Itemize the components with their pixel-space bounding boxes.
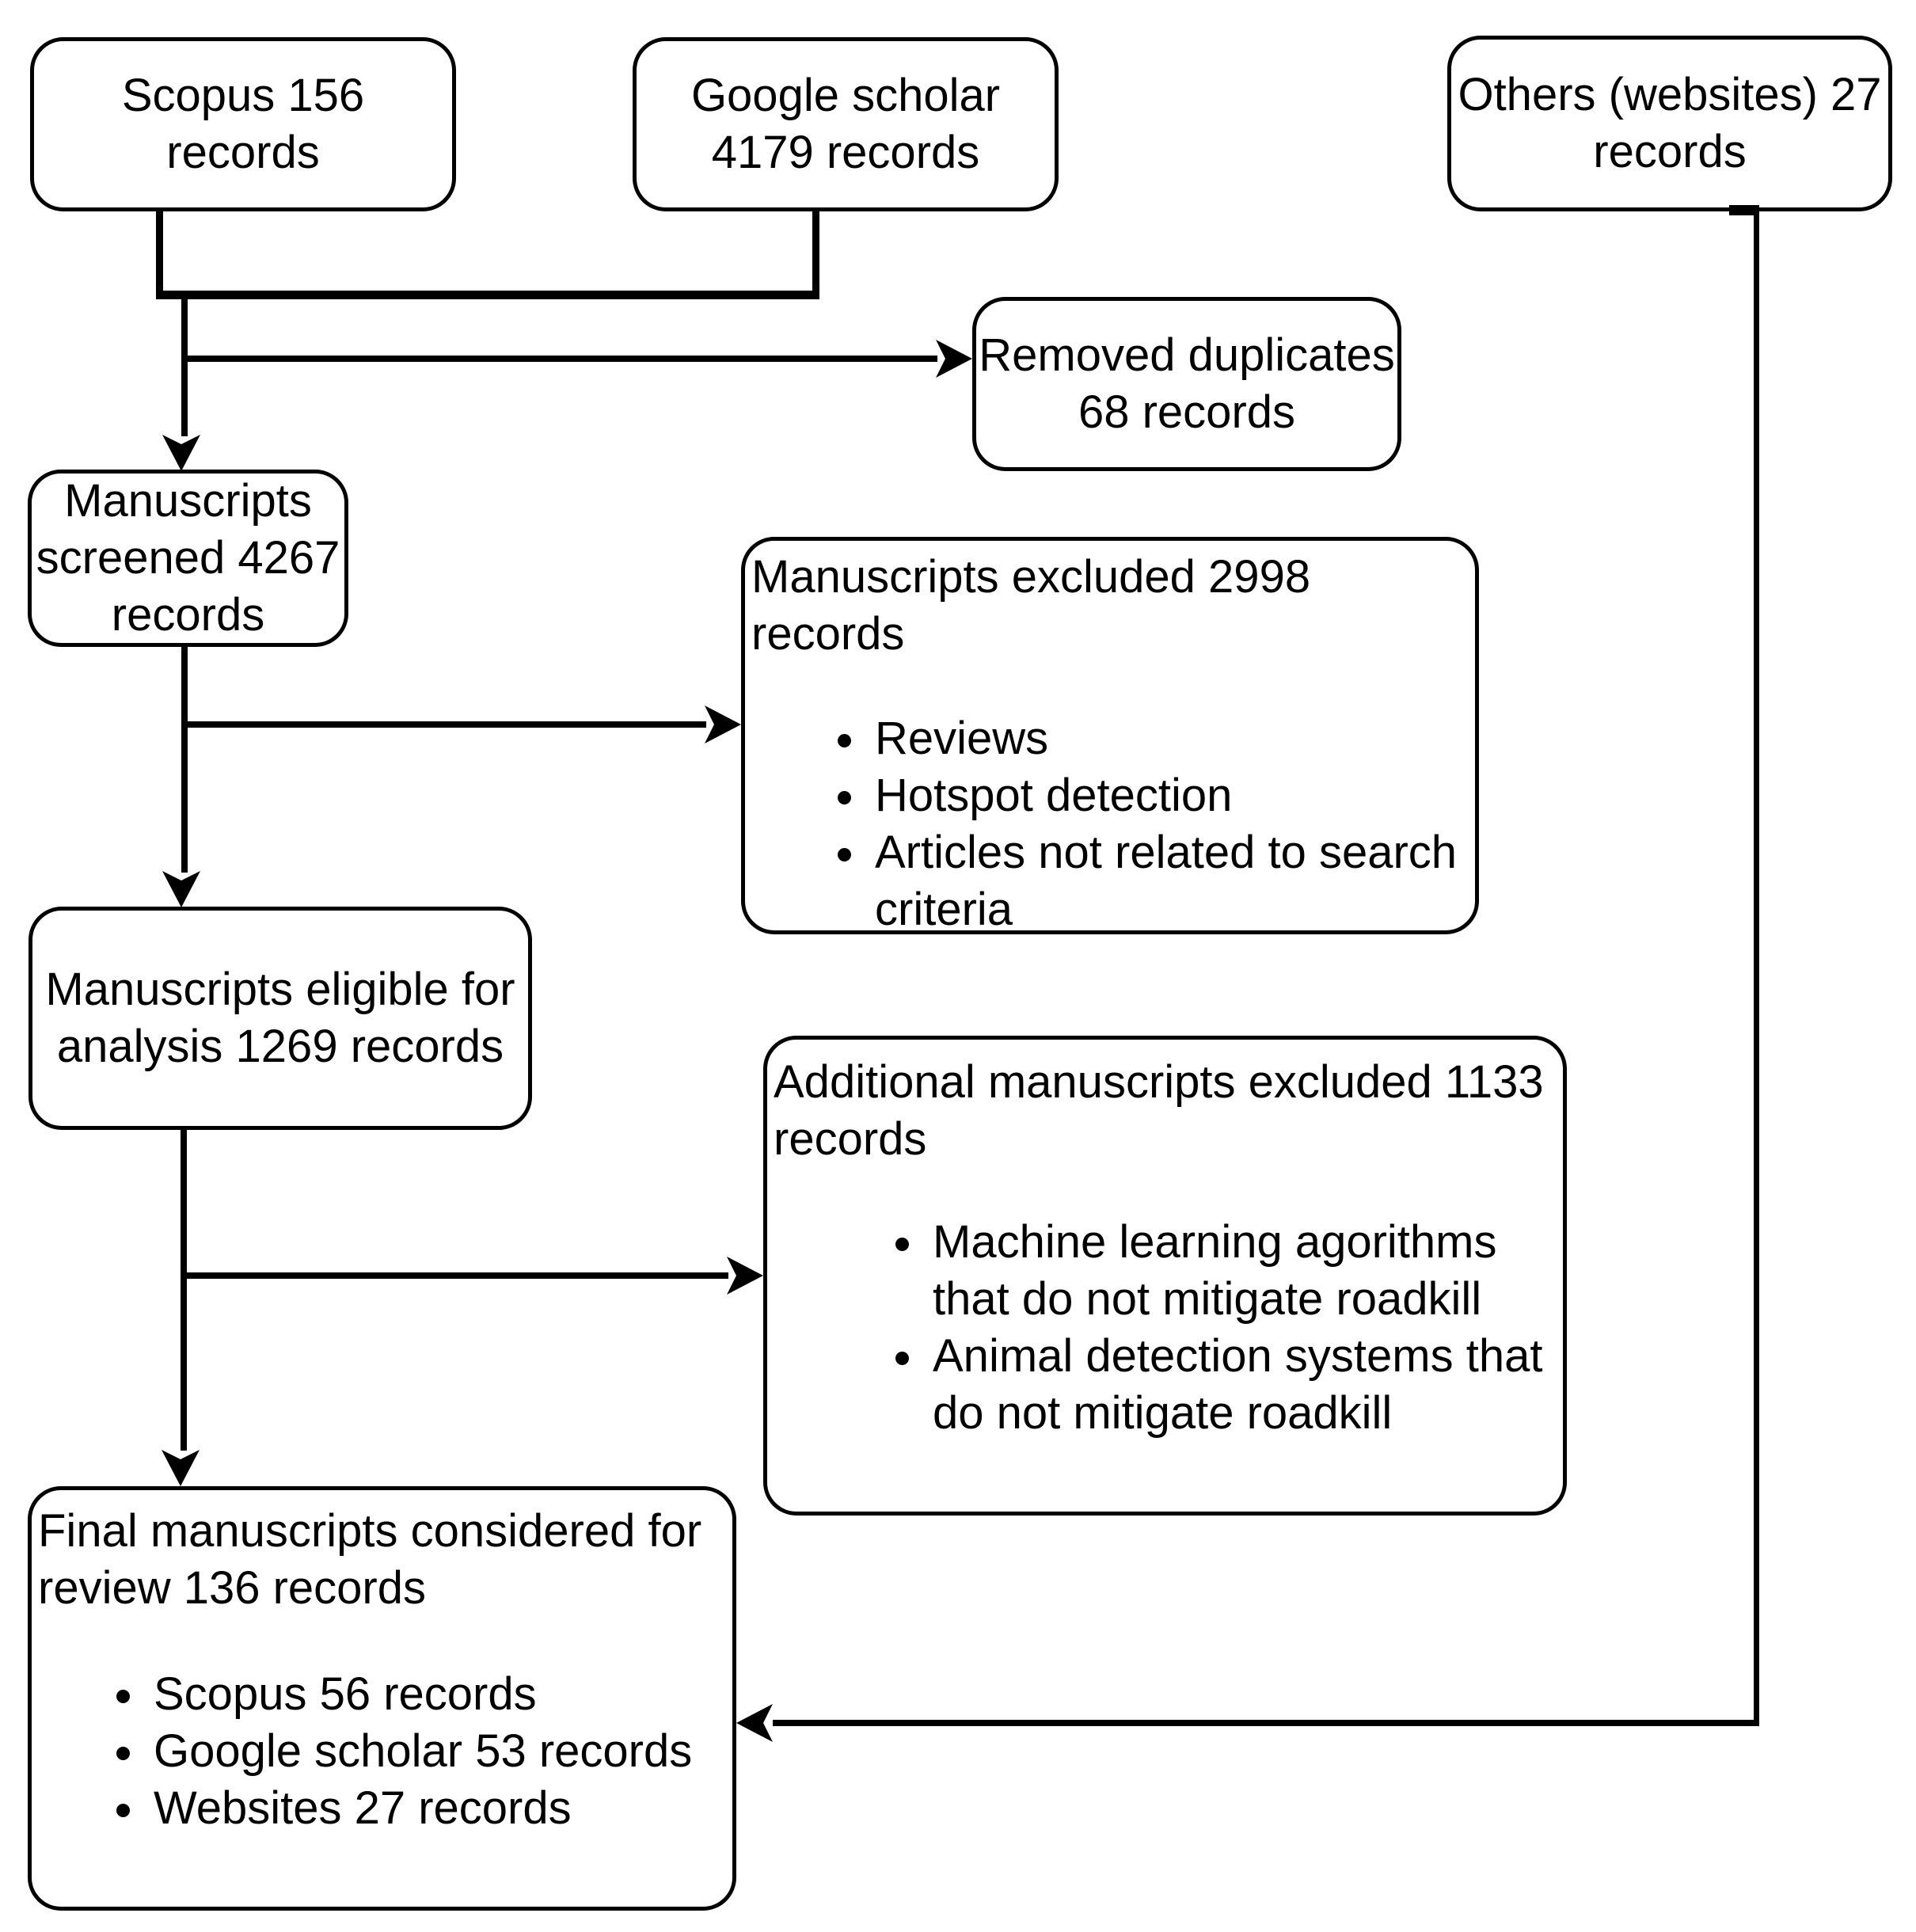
bullet-item: Machine learning agorithms that do not m… — [928, 1214, 1555, 1328]
arrowhead-into-screened-icon — [162, 435, 200, 471]
bullet-item: Reviews — [870, 710, 1467, 767]
connector-to-excluded — [181, 721, 706, 728]
node-google-scholar-records: Google scholar 4179 records — [633, 37, 1059, 211]
node-text-line: analysis 1269 records — [56, 1021, 504, 1072]
connector-to-removed-duplicates — [181, 356, 937, 362]
node-text-line: Removed duplicates — [979, 329, 1395, 381]
bullet-item: Hotspot detection — [870, 767, 1467, 824]
arrowhead-into-removed-duplicates-icon — [936, 340, 972, 378]
node-text-line: records — [111, 589, 265, 641]
connector-merge-horizontal — [156, 291, 819, 299]
arrowhead-into-excluded-icon — [705, 705, 741, 744]
bullet-list: Machine learning agorithms that do not m… — [774, 1214, 1555, 1442]
connector-to-eligible — [181, 647, 188, 873]
connector-to-additional-excluded — [181, 1272, 728, 1279]
node-others-websites-records: Others (websites) 27 records — [1447, 36, 1892, 211]
arrowhead-into-additional-excluded-icon — [727, 1257, 763, 1295]
bullet-item: Websites 27 records — [149, 1780, 724, 1837]
arrowhead-into-eligible-icon — [162, 871, 200, 907]
bullet-item: Google scholar 53 records — [149, 1723, 724, 1780]
arrowhead-into-final-from-others-icon — [736, 1704, 773, 1742]
node-title: Additional manuscripts excluded 1133 rec… — [774, 1056, 1544, 1165]
connector-to-final — [181, 1130, 187, 1451]
node-text-line: records — [166, 127, 320, 178]
node-scopus-records: Scopus 156 records — [30, 37, 456, 211]
connector-others-to-final — [773, 1720, 1759, 1726]
node-text-line: screened 4267 — [36, 532, 340, 584]
connector-scopus-down — [156, 210, 163, 297]
bullet-item: Articles not related to search criteria — [870, 824, 1467, 938]
node-manuscripts-screened: Manuscripts screened 4267 records — [28, 470, 348, 647]
node-removed-duplicates: Removed duplicates 68 records — [972, 297, 1401, 471]
node-text-line: Manuscripts — [64, 475, 312, 527]
node-manuscripts-eligible: Manuscripts eligible for analysis 1269 r… — [29, 907, 532, 1130]
connector-to-screened — [181, 291, 188, 436]
node-text-line: Others (websites) 27 — [1458, 69, 1882, 120]
connector-google-down — [812, 210, 819, 297]
node-text-line: Scopus 156 — [121, 70, 365, 121]
node-text-line: 68 records — [1078, 386, 1296, 438]
connector-others-anchor-tick — [1729, 205, 1759, 215]
node-text-line: records — [1593, 126, 1747, 177]
bullet-item: Animal detection systems that do not mit… — [928, 1328, 1555, 1442]
node-title: Final manuscripts considered for review … — [38, 1505, 702, 1614]
node-title: Manuscripts excluded 2998 records — [751, 551, 1311, 660]
node-additional-manuscripts-excluded: Additional manuscripts excluded 1133 rec… — [763, 1036, 1567, 1516]
node-manuscripts-excluded: Manuscripts excluded 2998 records Review… — [741, 537, 1479, 935]
bullet-item: Scopus 56 records — [149, 1666, 724, 1723]
connector-others-down — [1754, 210, 1759, 1726]
node-text-line: Manuscripts eligible for — [45, 964, 515, 1015]
node-final-manuscripts: Final manuscripts considered for review … — [28, 1486, 736, 1911]
node-text-line: Google scholar — [690, 70, 1001, 121]
bullet-list: ReviewsHotspot detectionArticles not rel… — [751, 710, 1467, 938]
arrowhead-into-final-icon — [162, 1450, 200, 1486]
node-text-line: 4179 records — [711, 127, 980, 178]
